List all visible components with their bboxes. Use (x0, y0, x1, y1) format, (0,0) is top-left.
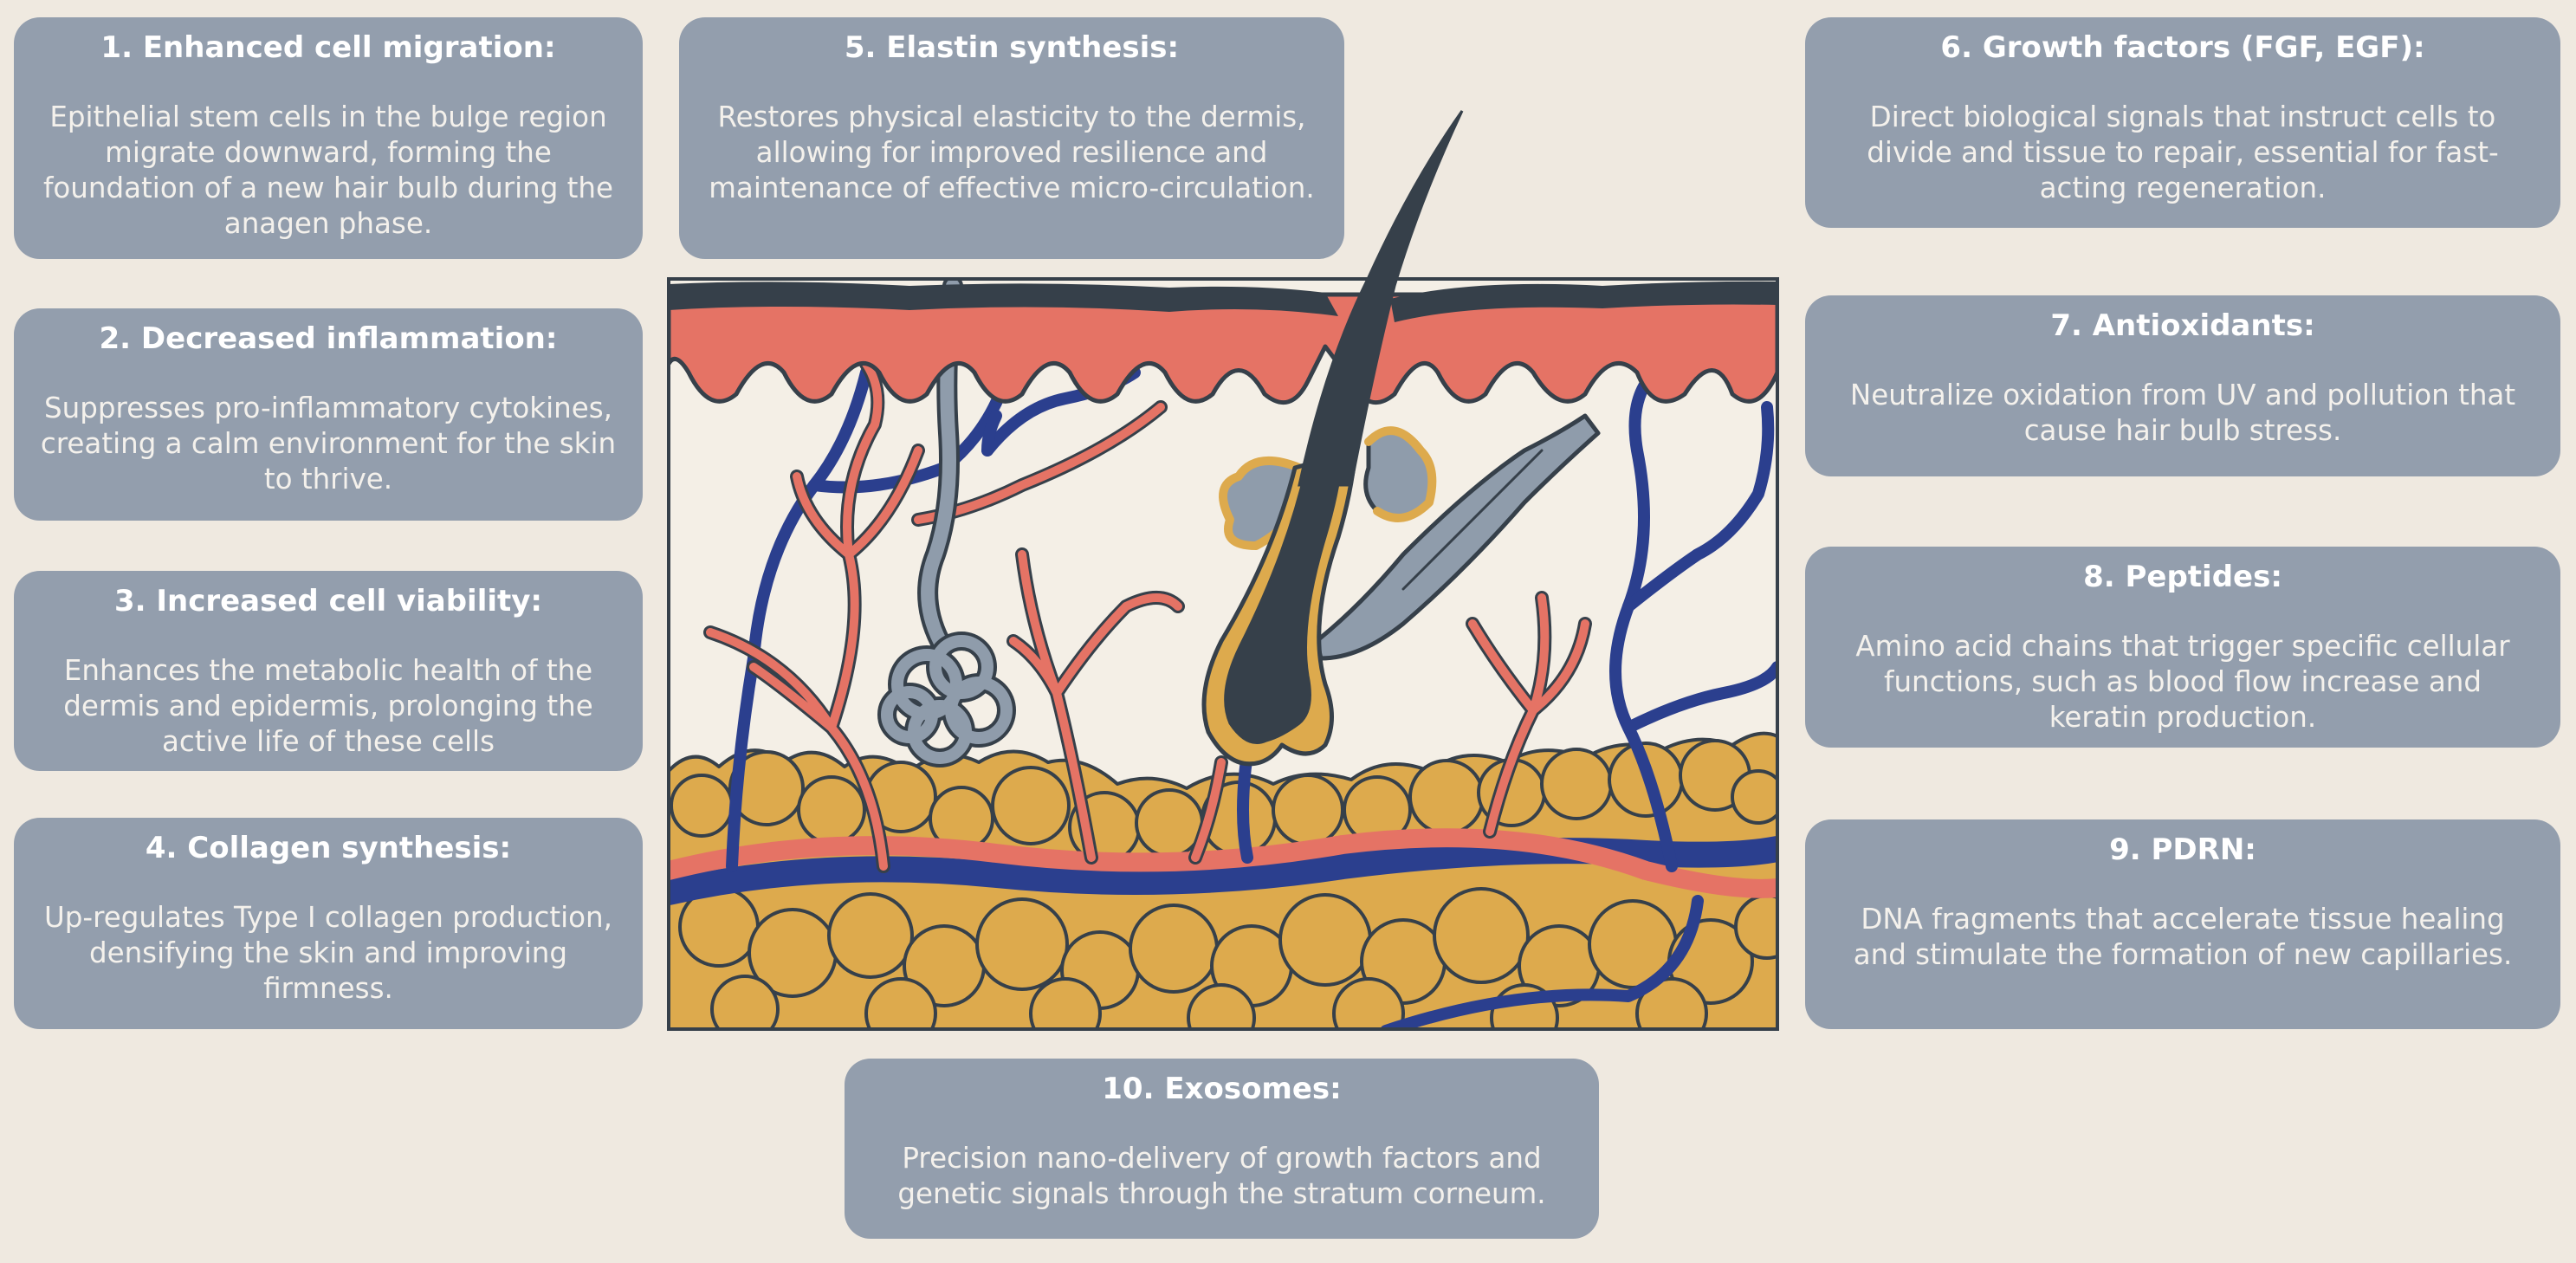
card-text: Precision nano-delivery of growth factor… (897, 1141, 1546, 1210)
card-text: Enhances the metabolic health of the der… (63, 653, 593, 758)
card-text: Amino acid chains that trigger specific … (1855, 629, 2510, 734)
card-title: 7. Antioxidants: (2050, 308, 2315, 343)
card-text: Restores physical elasticity to the derm… (709, 100, 1315, 204)
card-text: DNA fragments that accelerate tissue hea… (1853, 902, 2513, 971)
card-text: Neutralize oxidation from UV and polluti… (1849, 378, 2516, 447)
card-text: Direct biological signals that instruct … (1867, 100, 2499, 204)
card-decreased-inflammation: 2. Decreased inflammation: Suppresses pr… (14, 308, 643, 521)
card-growth-factors: 6. Growth factors (FGF, EGF): Direct bio… (1805, 17, 2560, 228)
card-increased-cell-viability: 3. Increased cell viability: Enhances th… (14, 571, 643, 771)
epidermis (669, 292, 1777, 405)
card-enhanced-cell-migration: 1. Enhanced cell migration: Epithelial s… (14, 17, 643, 259)
card-pdrn: 9. PDRN: DNA fragments that accelerate t… (1805, 819, 2560, 1029)
card-collagen-synthesis: 4. Collagen synthesis: Up-regulates Type… (14, 818, 643, 1029)
card-title: 5. Elastin synthesis: (844, 30, 1180, 65)
card-title: 3. Increased cell viability: (113, 584, 543, 619)
card-text: Up-regulates Type I collagen production,… (44, 900, 612, 1005)
card-antioxidants: 7. Antioxidants: Neutralize oxidation fr… (1805, 295, 2560, 476)
fat-layer (669, 731, 1777, 1029)
card-exosomes: 10. Exosomes: Precision nano-delivery of… (845, 1059, 1599, 1239)
card-text: Suppresses pro-inflammatory cytokines, c… (40, 391, 617, 495)
card-text: Epithelial stem cells in the bulge regio… (42, 100, 614, 240)
stratum-corneum (669, 282, 1338, 316)
card-title: 9. PDRN: (2109, 832, 2256, 867)
diagram-frame (667, 277, 1779, 1031)
card-title: 8. Peptides: (2083, 560, 2282, 594)
card-elastin-synthesis: 5. Elastin synthesis: Restores physical … (679, 17, 1344, 259)
card-title: 6. Growth factors (FGF, EGF): (1940, 30, 2425, 65)
card-title: 4. Collagen synthesis: (145, 831, 512, 865)
card-title: 1. Enhanced cell migration: (100, 30, 556, 65)
vein-lower (1380, 895, 1704, 1029)
artery-main (669, 828, 1777, 898)
card-title: 10. Exosomes: (1102, 1072, 1342, 1106)
arrector-pili-muscle (1314, 413, 1601, 661)
card-title: 2. Decreased inflammation: (99, 321, 558, 356)
card-peptides: 8. Peptides: Amino acid chains that trig… (1805, 547, 2560, 748)
hair-shaft (1298, 110, 1464, 487)
vein-main (669, 836, 1777, 905)
